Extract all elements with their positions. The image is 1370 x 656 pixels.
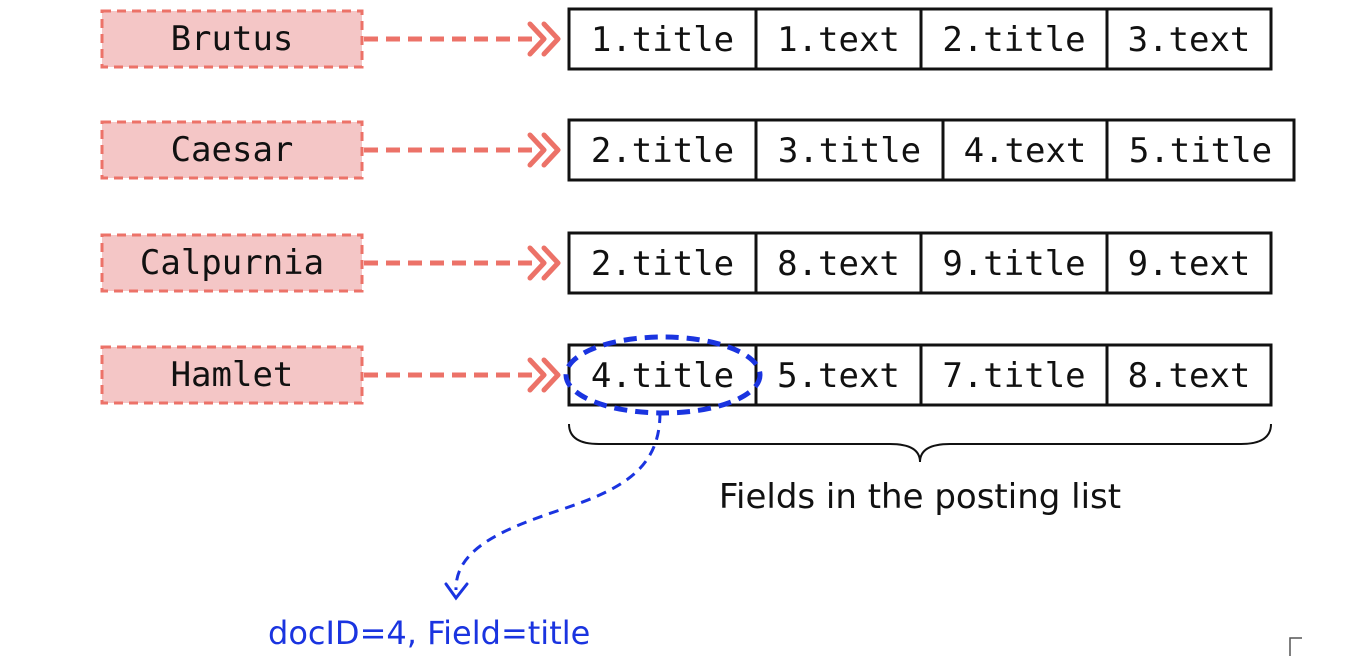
term-row-brutus: Brutus 1.title 1.text 2.title 3.text [100, 7, 1273, 71]
posting-cell-label: 7.title [942, 356, 1085, 396]
posting-cell-label: 4.text [964, 131, 1087, 171]
posting-cell [567, 7, 758, 71]
term-row-hamlet: Hamlet 4.title 5.text 7.title 8.text [100, 343, 1273, 407]
highlight-ellipse [563, 334, 763, 416]
posting-cell-label: 2.title [591, 244, 734, 284]
posting-cell [919, 343, 1109, 407]
term-box [100, 233, 364, 293]
posting-cell-label: 8.text [1128, 356, 1251, 396]
posting-cell-label: 1.text [777, 20, 900, 60]
pointer-arrow-head [527, 245, 561, 281]
term-box [100, 9, 364, 69]
brace-caption: Fields in the posting list [719, 477, 1121, 517]
pointer-arrow-head [527, 132, 561, 168]
term-row-caesar: Caesar 2.title 3.title 4.text 5.title [100, 118, 1296, 182]
pointer-arrow-head [527, 357, 561, 393]
posting-cell [754, 118, 945, 182]
term-label: Brutus [171, 19, 294, 59]
term-label: Hamlet [171, 355, 294, 395]
posting-cell-label: 1.title [591, 20, 734, 60]
posting-list: 1.title 1.text 2.title 3.text [567, 7, 1273, 71]
posting-cell-label: 2.title [591, 131, 734, 171]
posting-cell-label: 4.title [591, 356, 734, 396]
annotation-pointer-head [444, 582, 469, 601]
posting-cell [1105, 118, 1296, 182]
posting-cell [754, 7, 923, 71]
posting-list: 2.title 3.title 4.text 5.title [567, 118, 1296, 182]
posting-cell-label: 2.title [942, 20, 1085, 60]
posting-cell [567, 118, 758, 182]
posting-cell-label: 9.text [1128, 244, 1251, 284]
corner-mark [1289, 637, 1302, 656]
term-label: Calpurnia [140, 243, 324, 283]
posting-list: 2.title 8.text 9.title 9.text [567, 231, 1273, 295]
posting-cell [1105, 343, 1273, 407]
annotation-label: docID=4, Field=title [268, 614, 590, 652]
posting-cell [941, 118, 1109, 182]
term-label: Caesar [171, 130, 294, 170]
pointer-arrow-head [527, 21, 561, 57]
posting-cell-label: 9.title [942, 244, 1085, 284]
posting-cell-label: 5.title [1129, 131, 1272, 171]
posting-cell-label: 3.text [1128, 20, 1251, 60]
term-row-calpurnia: Calpurnia 2.title 8.text 9.title 9.text [100, 231, 1273, 295]
posting-cell-label: 8.text [777, 244, 900, 284]
posting-cell [1105, 231, 1273, 295]
posting-cell [919, 231, 1109, 295]
posting-cell-label: 5.text [777, 356, 900, 396]
posting-list: 4.title 5.text 7.title 8.text [567, 343, 1273, 407]
term-box [100, 120, 364, 180]
posting-cell-label: 3.title [778, 131, 921, 171]
term-box [100, 345, 364, 405]
posting-cell [567, 231, 758, 295]
fields-brace [568, 423, 1272, 463]
posting-cell [567, 343, 758, 407]
annotation-pointer-line [454, 412, 662, 591]
posting-cell [754, 231, 923, 295]
posting-cell [1105, 7, 1273, 71]
